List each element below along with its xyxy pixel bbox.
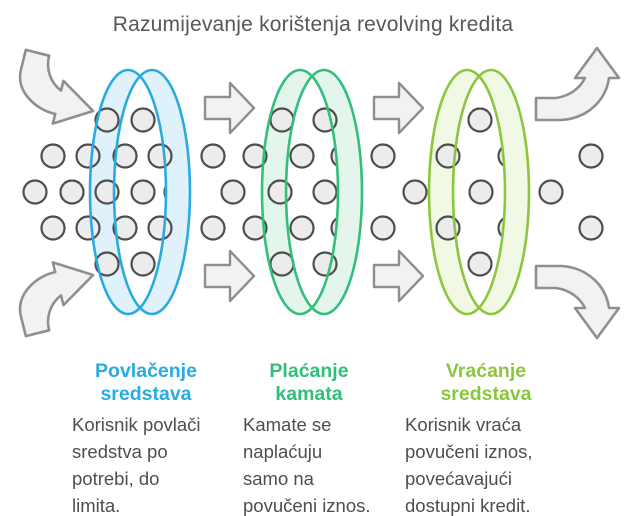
flow-dot: [200, 143, 226, 169]
flow-dot: [94, 251, 120, 277]
inflow-arrow-top: [18, 48, 95, 125]
flow-dot: [242, 215, 268, 241]
step-description: Kamate se naplaćuju samo na povučeni izn…: [243, 414, 371, 516]
flow-dot: [578, 215, 604, 241]
ring-placanje-outline: [284, 68, 364, 316]
flow-dot: [267, 179, 293, 205]
flow-dot: [130, 251, 156, 277]
flow-dot: [370, 215, 396, 241]
step-description: Korisnik vraća povučeni iznos, povećavaj…: [405, 414, 533, 516]
flow-dot: [289, 215, 315, 241]
ring-vracanje-outline: [451, 68, 531, 316]
ring-povlacenje-band: [90, 70, 190, 314]
flow-dot: [147, 143, 173, 169]
inflow-arrow-bottom: [18, 261, 95, 338]
flow-dot: [112, 215, 138, 241]
flow-arrow-4: [372, 249, 425, 303]
flow-dot: [467, 251, 493, 277]
flow-dot: [59, 179, 85, 205]
flow-dot: [312, 179, 338, 205]
flow-dot: [22, 179, 48, 205]
flow-dot: [112, 143, 138, 169]
flow-dot: [75, 215, 101, 241]
outflow-arrow-bottom: [534, 264, 621, 340]
ring-povlacenje-outline: [112, 68, 192, 316]
flow-arrow-3: [203, 249, 256, 303]
flow-dot: [269, 251, 295, 277]
flow-dot: [147, 215, 173, 241]
flow-dot: [220, 179, 246, 205]
step-placanje-kamata: Plaćanje kamata Kamate se naplaćuju samo…: [243, 360, 375, 516]
ring-povlacenje-outline: [88, 68, 168, 316]
step-vracanje-sredstava: Vraćanje sredstava Korisnik vraća povuče…: [405, 360, 567, 516]
flow-dot: [200, 215, 226, 241]
step-heading: Plaćanje kamata: [269, 360, 349, 405]
flow-dot: [269, 107, 295, 133]
flow-dot: [75, 143, 101, 169]
ring-vracanje-band: [429, 70, 529, 314]
flow-dot: [94, 107, 120, 133]
step-povlacenje-sredstava: Povlačenje sredstava Korisnik povlači sr…: [72, 360, 220, 516]
flow-dot: [40, 215, 66, 241]
step-heading: Povlačenje sredstava: [95, 360, 197, 405]
flow-dot: [538, 179, 564, 205]
ring-vracanje-outline: [427, 68, 507, 316]
credit-flow-diagram: [18, 46, 621, 340]
flow-dot: [402, 179, 428, 205]
flow-arrow-2: [372, 81, 425, 135]
flow-dot: [467, 107, 493, 133]
flow-dot: [468, 179, 494, 205]
flow-dot: [578, 143, 604, 169]
flow-dot: [130, 107, 156, 133]
flow-dot: [40, 143, 66, 169]
flow-dot: [130, 179, 156, 205]
flow-dot: [370, 143, 396, 169]
flow-dot: [242, 143, 268, 169]
flow-arrow-1: [203, 81, 256, 135]
step-heading: Vraćanje sredstava: [440, 360, 532, 405]
ring-placanje-outline: [260, 68, 340, 316]
step-description: Korisnik povlači sredstva po potrebi, do…: [72, 414, 201, 516]
outflow-arrow-top: [534, 46, 621, 122]
flow-dot: [289, 143, 315, 169]
page-title: Razumijevanje korištenja revolving kredi…: [112, 13, 514, 36]
